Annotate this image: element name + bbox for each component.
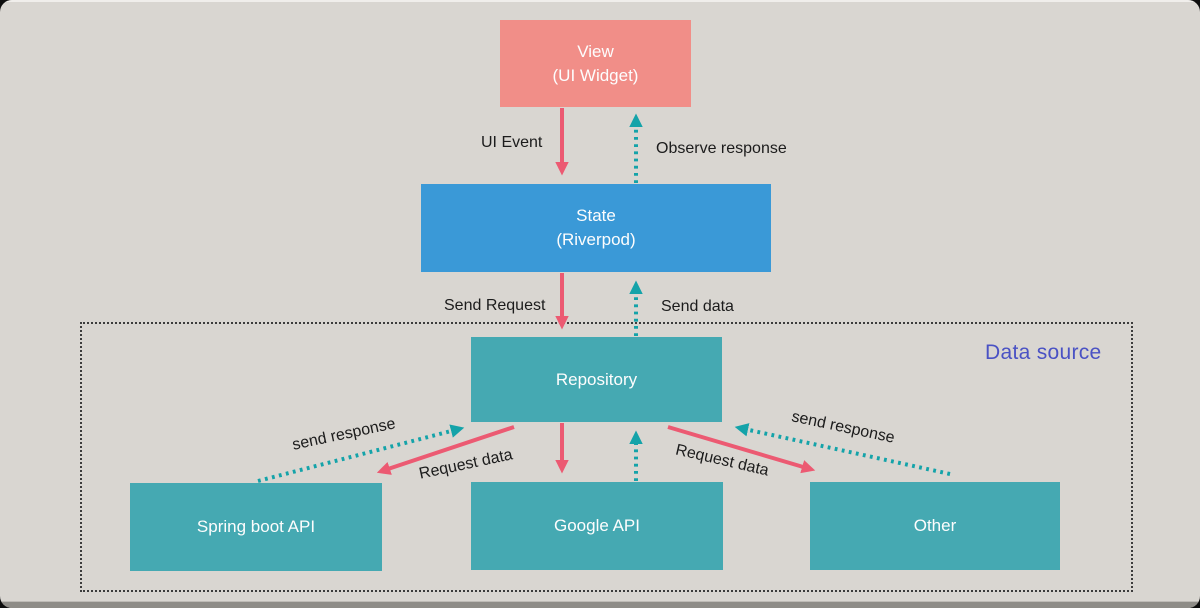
node-repository: Repository	[471, 337, 722, 422]
node-spring-boot-api: Spring boot API	[130, 483, 382, 571]
node-spring-boot-api-label: Spring boot API	[196, 517, 316, 537]
repository-to-spring-arrow	[376, 425, 515, 475]
node-state-label-line2: (Riverpod)	[556, 230, 636, 249]
ui-event-label: UI Event	[481, 134, 543, 151]
send-data-label: Send data	[661, 298, 734, 315]
node-view-label-line1: View	[577, 41, 614, 61]
node-google-api-label: Google API	[553, 516, 640, 536]
send-request-label: Send Request	[444, 297, 546, 314]
node-other: Other	[810, 482, 1060, 570]
repository-to-other-arrow	[667, 425, 816, 474]
node-state: State (Riverpod)	[421, 184, 771, 272]
data-source-label: Data source	[985, 341, 1102, 364]
node-repository-label: Repository	[555, 369, 638, 389]
node-google-api: Google API	[471, 482, 723, 570]
spring-to-repository-arrow	[257, 424, 465, 483]
observe-response-label: Observe response	[656, 140, 787, 157]
node-view: View (UI Widget)	[500, 20, 691, 107]
data-source-container	[80, 322, 1133, 592]
slide-top-edge	[0, 0, 1200, 2]
slide-bottom-edge	[0, 601, 1200, 608]
node-view-label-line2: (UI Widget)	[552, 65, 639, 85]
node-other-label: Other	[913, 516, 957, 536]
node-state-label-line1: State	[576, 206, 616, 226]
